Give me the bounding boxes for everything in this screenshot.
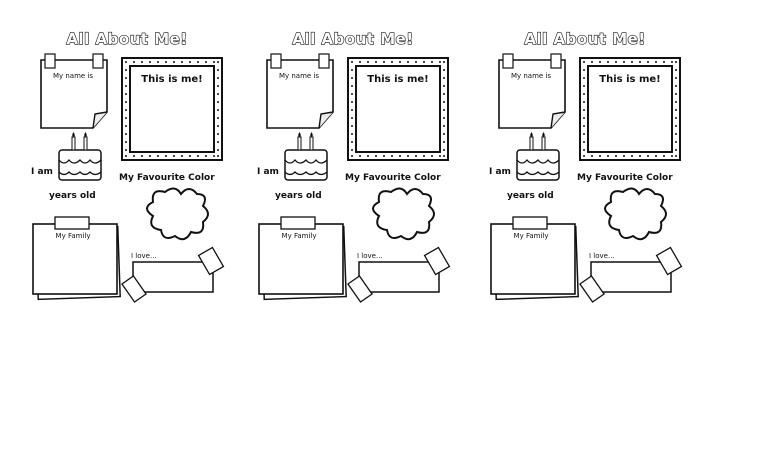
family-label: My Family <box>514 232 549 240</box>
name-sticky-note <box>40 53 108 129</box>
worksheet-title: All About Me! <box>66 30 187 48</box>
photo-frame <box>579 57 681 161</box>
family-note <box>490 216 579 301</box>
tape-right-icon <box>550 53 562 69</box>
tape-right-icon <box>197 246 225 276</box>
worksheet-drawing: All About Me! My name is This is me! <box>257 29 451 303</box>
love-label: I love... <box>131 252 157 260</box>
age-prefix-label: I am <box>257 167 279 177</box>
name-label: My name is <box>511 72 551 80</box>
polka-dot-border <box>125 61 219 157</box>
polka-dot-border <box>351 61 445 157</box>
favourite-color-label: My Favourite Color <box>345 173 441 183</box>
name-label: My name is <box>53 72 93 80</box>
name-sticky-note <box>266 53 334 129</box>
tape-left-icon <box>121 275 147 303</box>
tape-left-icon <box>502 53 514 69</box>
birthday-cake-icon <box>284 132 328 181</box>
worksheet-title: All About Me! <box>524 30 645 48</box>
worksheet-drawing: All About Me! My name is This is me! <box>31 29 225 303</box>
name-label: My name is <box>279 72 319 80</box>
tape-right-icon <box>318 53 330 69</box>
paint-splat-icon <box>146 187 209 241</box>
family-label: My Family <box>56 232 91 240</box>
tape-left-icon <box>579 275 605 303</box>
worksheet-1: All About Me! My name is This is me! <box>27 0 227 310</box>
tape-left-icon <box>44 53 56 69</box>
name-sticky-note <box>498 53 566 129</box>
age-suffix-label: years old <box>507 191 554 201</box>
tape-left-icon <box>347 275 373 303</box>
paint-splat-icon <box>372 187 435 241</box>
paint-splat-icon <box>604 187 667 241</box>
love-label: I love... <box>357 252 383 260</box>
family-label: My Family <box>282 232 317 240</box>
photo-label: This is me! <box>599 74 660 85</box>
photo-frame <box>347 57 449 161</box>
photo-label: This is me! <box>367 74 428 85</box>
polka-dot-border <box>583 61 677 157</box>
tape-left-icon <box>270 53 282 69</box>
tape-right-icon <box>423 246 451 276</box>
tape-icon <box>512 216 548 230</box>
birthday-cake-icon <box>516 132 560 181</box>
worksheet-3: All About Me! My name is This is me! <box>485 0 685 310</box>
tape-icon <box>54 216 90 230</box>
tape-icon <box>280 216 316 230</box>
love-note <box>579 246 683 303</box>
photo-frame <box>121 57 223 161</box>
age-suffix-label: years old <box>49 191 96 201</box>
family-note <box>258 216 347 301</box>
favourite-color-label: My Favourite Color <box>119 173 215 183</box>
love-note <box>121 246 225 303</box>
age-prefix-label: I am <box>31 167 53 177</box>
tape-right-icon <box>92 53 104 69</box>
worksheet-title: All About Me! <box>292 30 413 48</box>
love-note <box>347 246 451 303</box>
tape-right-icon <box>655 246 683 276</box>
worksheet-2: All About Me! My name is This is me! <box>253 0 453 310</box>
birthday-cake-icon <box>58 132 102 181</box>
favourite-color-label: My Favourite Color <box>577 173 673 183</box>
age-suffix-label: years old <box>275 191 322 201</box>
family-note <box>32 216 121 301</box>
worksheet-drawing: All About Me! My name is This is me! <box>489 29 683 303</box>
age-prefix-label: I am <box>489 167 511 177</box>
photo-label: This is me! <box>141 74 202 85</box>
love-label: I love... <box>589 252 615 260</box>
